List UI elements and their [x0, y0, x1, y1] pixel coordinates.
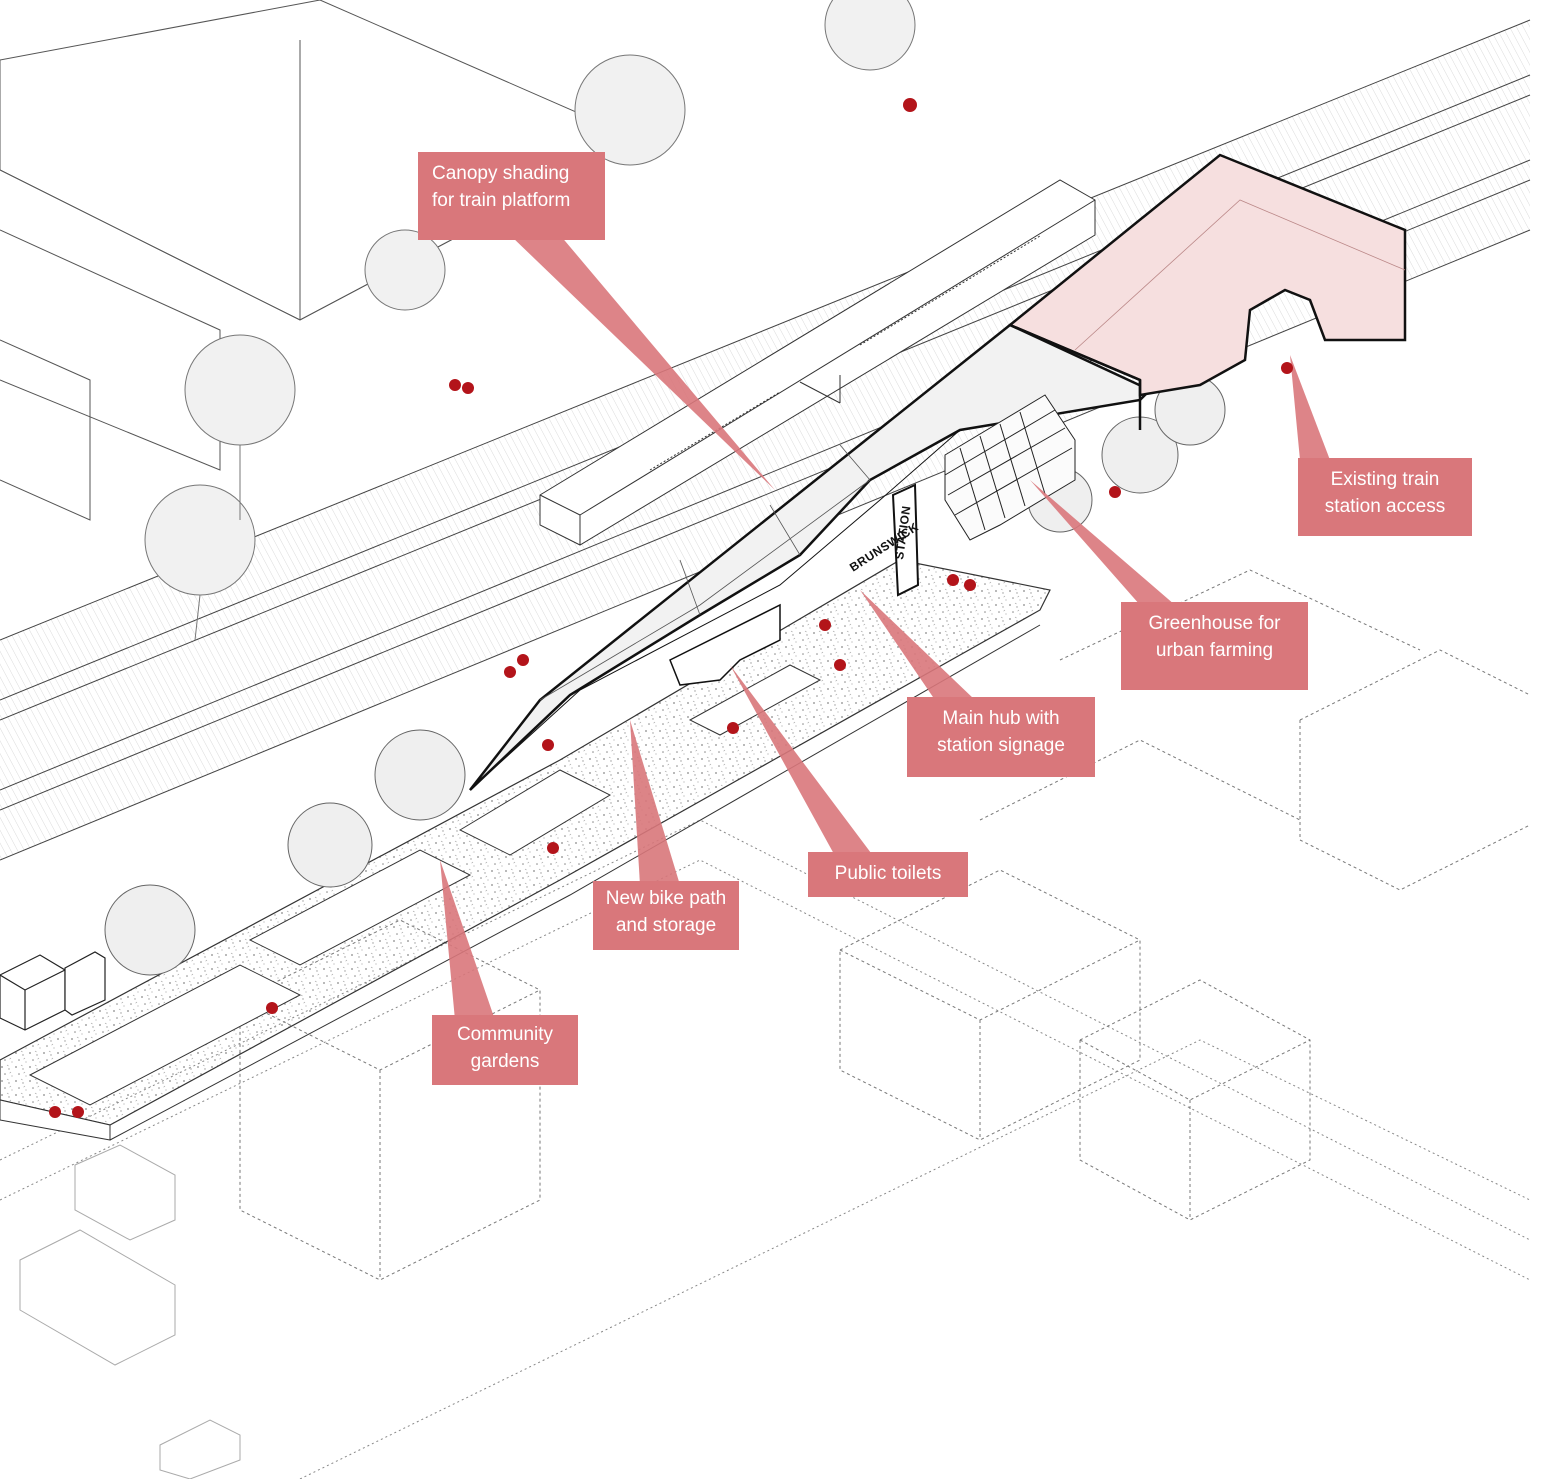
street-trees — [144, 0, 916, 641]
kiosk — [0, 951, 106, 1031]
callout-canopy: Canopy shading for train platform — [418, 152, 605, 240]
surrounding-blocks — [239, 569, 1531, 1281]
callout-bike-path: New bike path and storage — [593, 881, 739, 950]
garden-beds — [28, 664, 822, 1106]
greenhouse — [944, 394, 1076, 541]
road — [0, 819, 1531, 1479]
callout-pointers — [440, 235, 1330, 1020]
callout-public-toilets: Public toilets — [808, 852, 968, 897]
callout-community-gardens: Community gardens — [432, 1015, 578, 1085]
callout-existing-access: Existing train station access — [1298, 458, 1472, 536]
vehicles — [19, 1144, 241, 1479]
platform-trees — [104, 374, 1226, 976]
existing-station-volume — [1007, 153, 1407, 430]
callout-main-hub: Main hub with station signage — [907, 697, 1095, 777]
canopy — [469, 323, 1153, 791]
callout-greenhouse: Greenhouse for urban farming — [1121, 602, 1308, 690]
people — [49, 98, 1293, 1118]
train — [539, 179, 1096, 546]
